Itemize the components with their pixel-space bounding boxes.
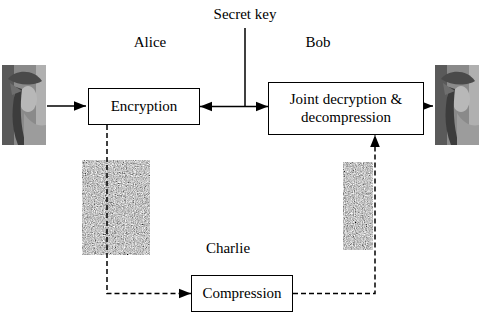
lena-image xyxy=(2,65,46,145)
key-line xyxy=(244,28,246,106)
dashed-arrow xyxy=(107,125,191,294)
party-label: Bob xyxy=(304,34,331,51)
arrow xyxy=(200,106,268,108)
box-text: Compression xyxy=(198,285,285,302)
lena-image xyxy=(435,65,479,145)
party-label: Alice xyxy=(133,34,167,51)
box-text: Joint decryption & decompression xyxy=(269,91,423,126)
encrypted-noise xyxy=(82,160,150,255)
compressed-noise xyxy=(343,162,373,250)
process-box: Joint decryption & decompression xyxy=(268,82,424,135)
box-text: Encryption xyxy=(107,98,182,115)
input-arrow xyxy=(47,105,86,107)
process-box: Encryption xyxy=(88,88,200,125)
key-label: Secret key xyxy=(213,6,278,23)
dashed-arrow xyxy=(293,135,375,294)
party-label: Charlie xyxy=(205,240,251,257)
process-box: Compression xyxy=(191,275,293,312)
